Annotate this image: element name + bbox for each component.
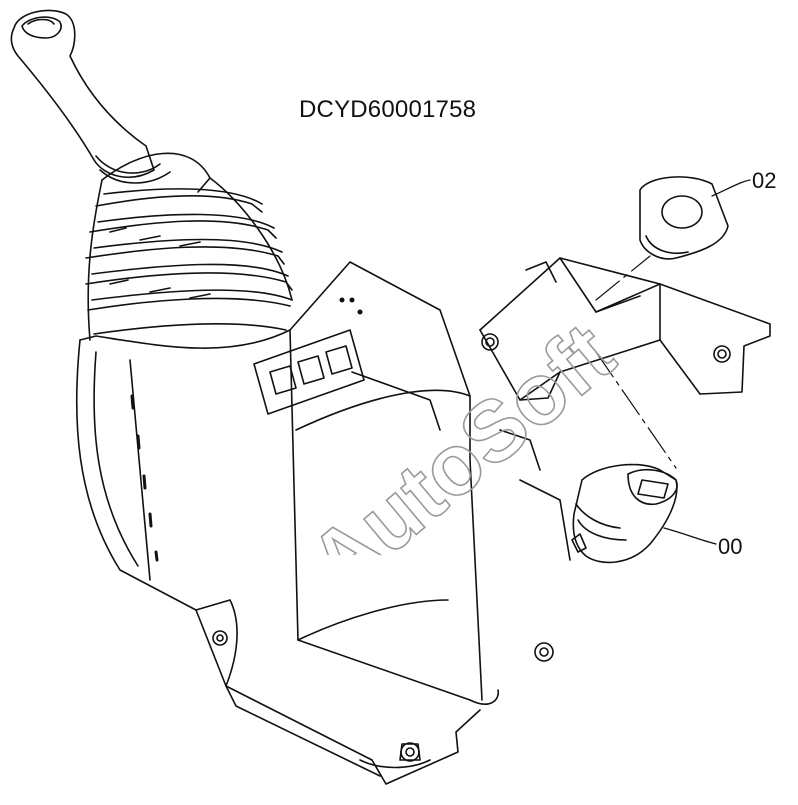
callout-02: 02 (752, 168, 777, 193)
callout-00: 00 (718, 534, 743, 559)
console-housing-icon (75, 261, 499, 785)
joystick-lever-icon (10, 9, 171, 184)
bolt-icon (212, 333, 731, 762)
mounting-bracket-icon (479, 257, 771, 561)
housing-holes (339, 297, 363, 315)
gasket-plate-icon (639, 176, 729, 260)
housing-slot-marks (130, 394, 159, 562)
ignition-switch-icon (571, 463, 678, 564)
drawing-code: DCYD60001758 (299, 96, 477, 123)
rubber-boot-icon (85, 152, 293, 341)
leader-lines (663, 179, 751, 545)
assembly-lines (595, 255, 677, 469)
